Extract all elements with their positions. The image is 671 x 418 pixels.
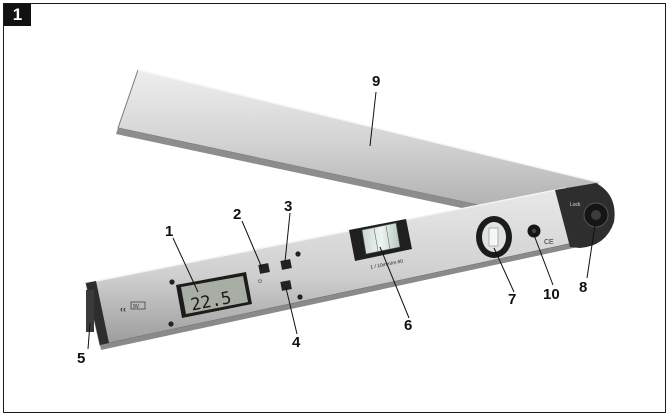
battery-info: ‹‹ 9V [120, 301, 146, 314]
callout-4: 4 [292, 334, 301, 351]
figure-number-badge: 1 [4, 4, 31, 26]
ce-mark: CE [544, 239, 554, 246]
callout-1: 1 [165, 223, 173, 240]
svg-text:‹‹: ‹‹ [120, 304, 126, 314]
callout-9: 9 [372, 73, 380, 90]
lcd-display: 22.5 [168, 251, 303, 327]
callout-7: 7 [508, 291, 516, 308]
callout-5: 5 [77, 350, 85, 367]
callout-labels: 9 1 2 3 4 5 6 7 8 10 [77, 73, 587, 367]
base-bar [85, 187, 579, 350]
pivot-hub: Lock [555, 183, 615, 248]
callout-3: 3 [284, 198, 292, 215]
vertical-vial-window [476, 216, 512, 258]
hold-button[interactable] [258, 263, 270, 274]
sensor-dot: CE [527, 224, 554, 246]
callout-6: 6 [404, 317, 412, 334]
leader-lines [87, 91, 596, 350]
zero-button[interactable] [280, 259, 292, 270]
svg-text:⏻: ⏻ [258, 279, 262, 285]
svg-text:Lock: Lock [570, 202, 581, 208]
svg-text:9V: 9V [133, 304, 140, 310]
callout-2: 2 [233, 206, 241, 223]
control-buttons: ⏻ [258, 259, 292, 291]
callout-8: 8 [579, 279, 587, 296]
swing-arm [116, 69, 599, 232]
power-button[interactable] [280, 280, 292, 291]
callout-10: 10 [543, 286, 560, 303]
battery-compartment [86, 290, 94, 332]
